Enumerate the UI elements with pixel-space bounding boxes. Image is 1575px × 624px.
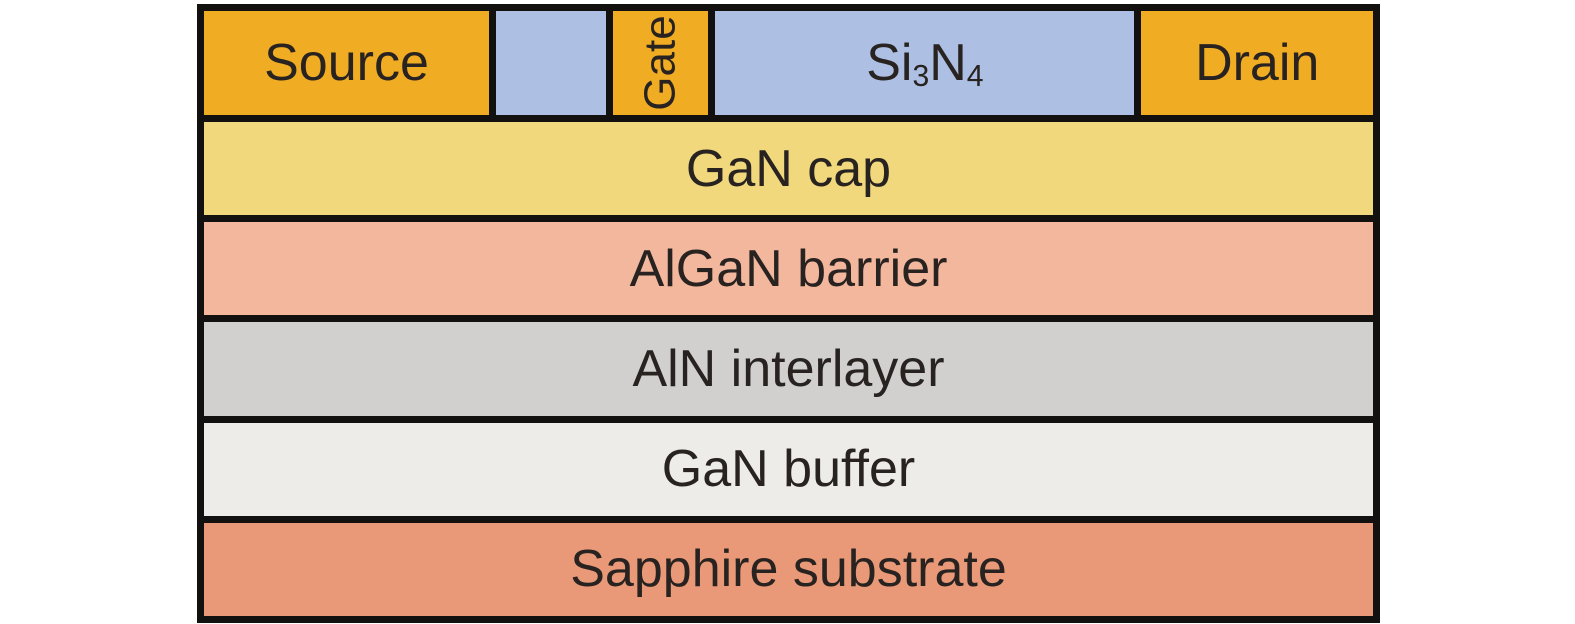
si3n4-label-sub3: 3 — [912, 60, 930, 94]
source-contact-label: Source — [264, 34, 429, 92]
layer-algan-barrier-label: AlGaN barrier — [629, 239, 948, 298]
hemt-device-cross-section: Source Gate Si3N4 Drain GaN cap AlGaN ba… — [197, 4, 1380, 623]
drain-contact-label: Drain — [1195, 34, 1320, 92]
source-contact: Source — [204, 11, 489, 115]
gate-contact-label: Gate — [635, 15, 685, 111]
layer-sapphire-substrate: Sapphire substrate — [204, 522, 1373, 617]
layer-gan-cap: GaN cap — [204, 122, 1373, 216]
contact-row: Source Gate Si3N4 Drain — [204, 11, 1373, 115]
layer-gan-buffer-label: GaN buffer — [661, 440, 916, 499]
layer-aln-interlayer-label: AlN interlayer — [632, 340, 945, 398]
si3n4-label-si: Si — [866, 34, 913, 92]
layer-gan-buffer: GaN buffer — [204, 422, 1373, 516]
layer-aln-interlayer: AlN interlayer — [204, 322, 1373, 416]
si3n4-label: Si3N4 — [866, 34, 983, 92]
si3n4-label-sub4: 4 — [966, 60, 984, 94]
gate-contact: Gate — [613, 11, 709, 115]
si3n4-passivation-left-segment — [496, 11, 606, 115]
drain-contact: Drain — [1141, 11, 1373, 115]
layer-sapphire-substrate-label: Sapphire substrate — [570, 540, 1007, 599]
layer-gan-cap-label: GaN cap — [685, 139, 892, 198]
si3n4-label-n: N — [929, 34, 967, 92]
layer-algan-barrier: AlGaN barrier — [204, 222, 1373, 316]
si3n4-passivation-layer: Si3N4 — [715, 11, 1135, 115]
